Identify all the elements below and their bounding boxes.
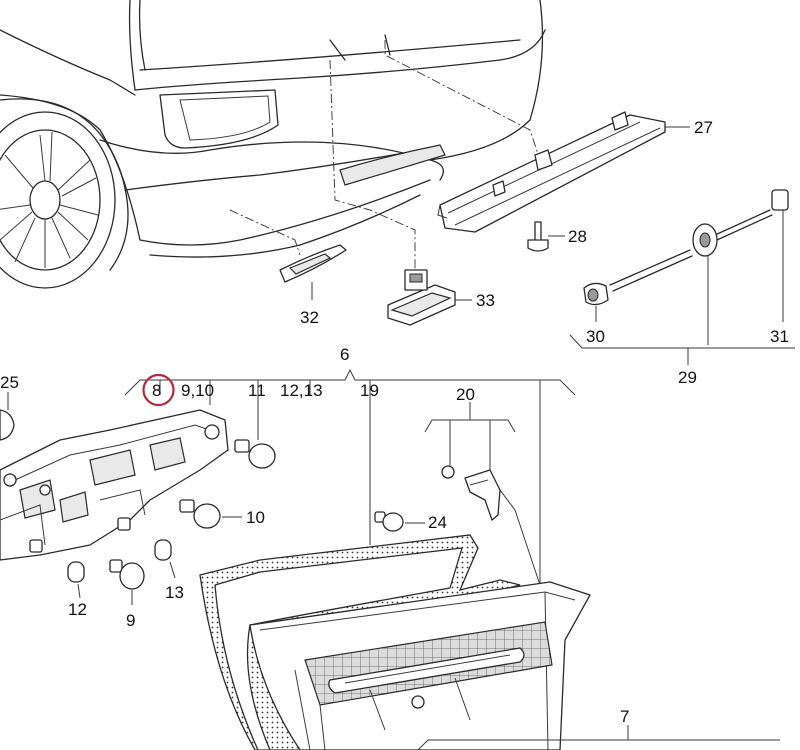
label-9: 9 (126, 611, 135, 630)
bulb-11 (234, 439, 276, 469)
label-29: 29 (678, 368, 697, 387)
label-7: 7 (620, 707, 629, 726)
part-29-cable-assembly (569, 189, 795, 365)
label-11: 11 (248, 381, 266, 400)
part-20-clip (424, 402, 541, 586)
label-19: 19 (360, 381, 379, 400)
part-28-bolt (527, 221, 565, 252)
label-24: 24 (428, 513, 447, 532)
bulb-9 (109, 559, 145, 605)
label-30: 30 (586, 327, 605, 346)
label-20: 20 (456, 385, 475, 404)
label-27: 27 (694, 118, 713, 137)
part-33-license-light (387, 269, 472, 326)
label-13: 13 (165, 583, 184, 602)
label-32: 32 (300, 308, 319, 327)
bulb-holder (0, 392, 229, 561)
bulb-10 (179, 499, 242, 529)
car-rear-body (0, 0, 546, 258)
label-28: 28 (568, 227, 587, 246)
bulbs (29, 439, 276, 605)
part-labels: 6 7 8 9,10 9 10 11 12,13 12 13 19 20 24 … (0, 118, 789, 726)
label-12: 12 (68, 600, 87, 619)
label-9-10: 9,10 (181, 381, 214, 400)
label-12-13: 12,13 (280, 381, 323, 400)
part-27-bracket (437, 111, 690, 233)
tail-light-housing (199, 534, 780, 750)
bulb-13 (117, 517, 176, 579)
label-25: 25 (0, 373, 19, 392)
label-31: 31 (770, 327, 789, 346)
highlight-circle (142, 373, 175, 407)
label-8: 8 (152, 381, 161, 400)
leader-lines (229, 40, 541, 270)
label-10: 10 (246, 508, 265, 527)
rear-wheel (0, 98, 129, 289)
bulb-12 (29, 539, 85, 599)
label-6: 6 (340, 345, 349, 364)
label-33: 33 (476, 291, 495, 310)
part-6-bracket-line (124, 368, 576, 590)
part-32-reflector (279, 244, 347, 300)
part-24-bulb (374, 511, 425, 532)
